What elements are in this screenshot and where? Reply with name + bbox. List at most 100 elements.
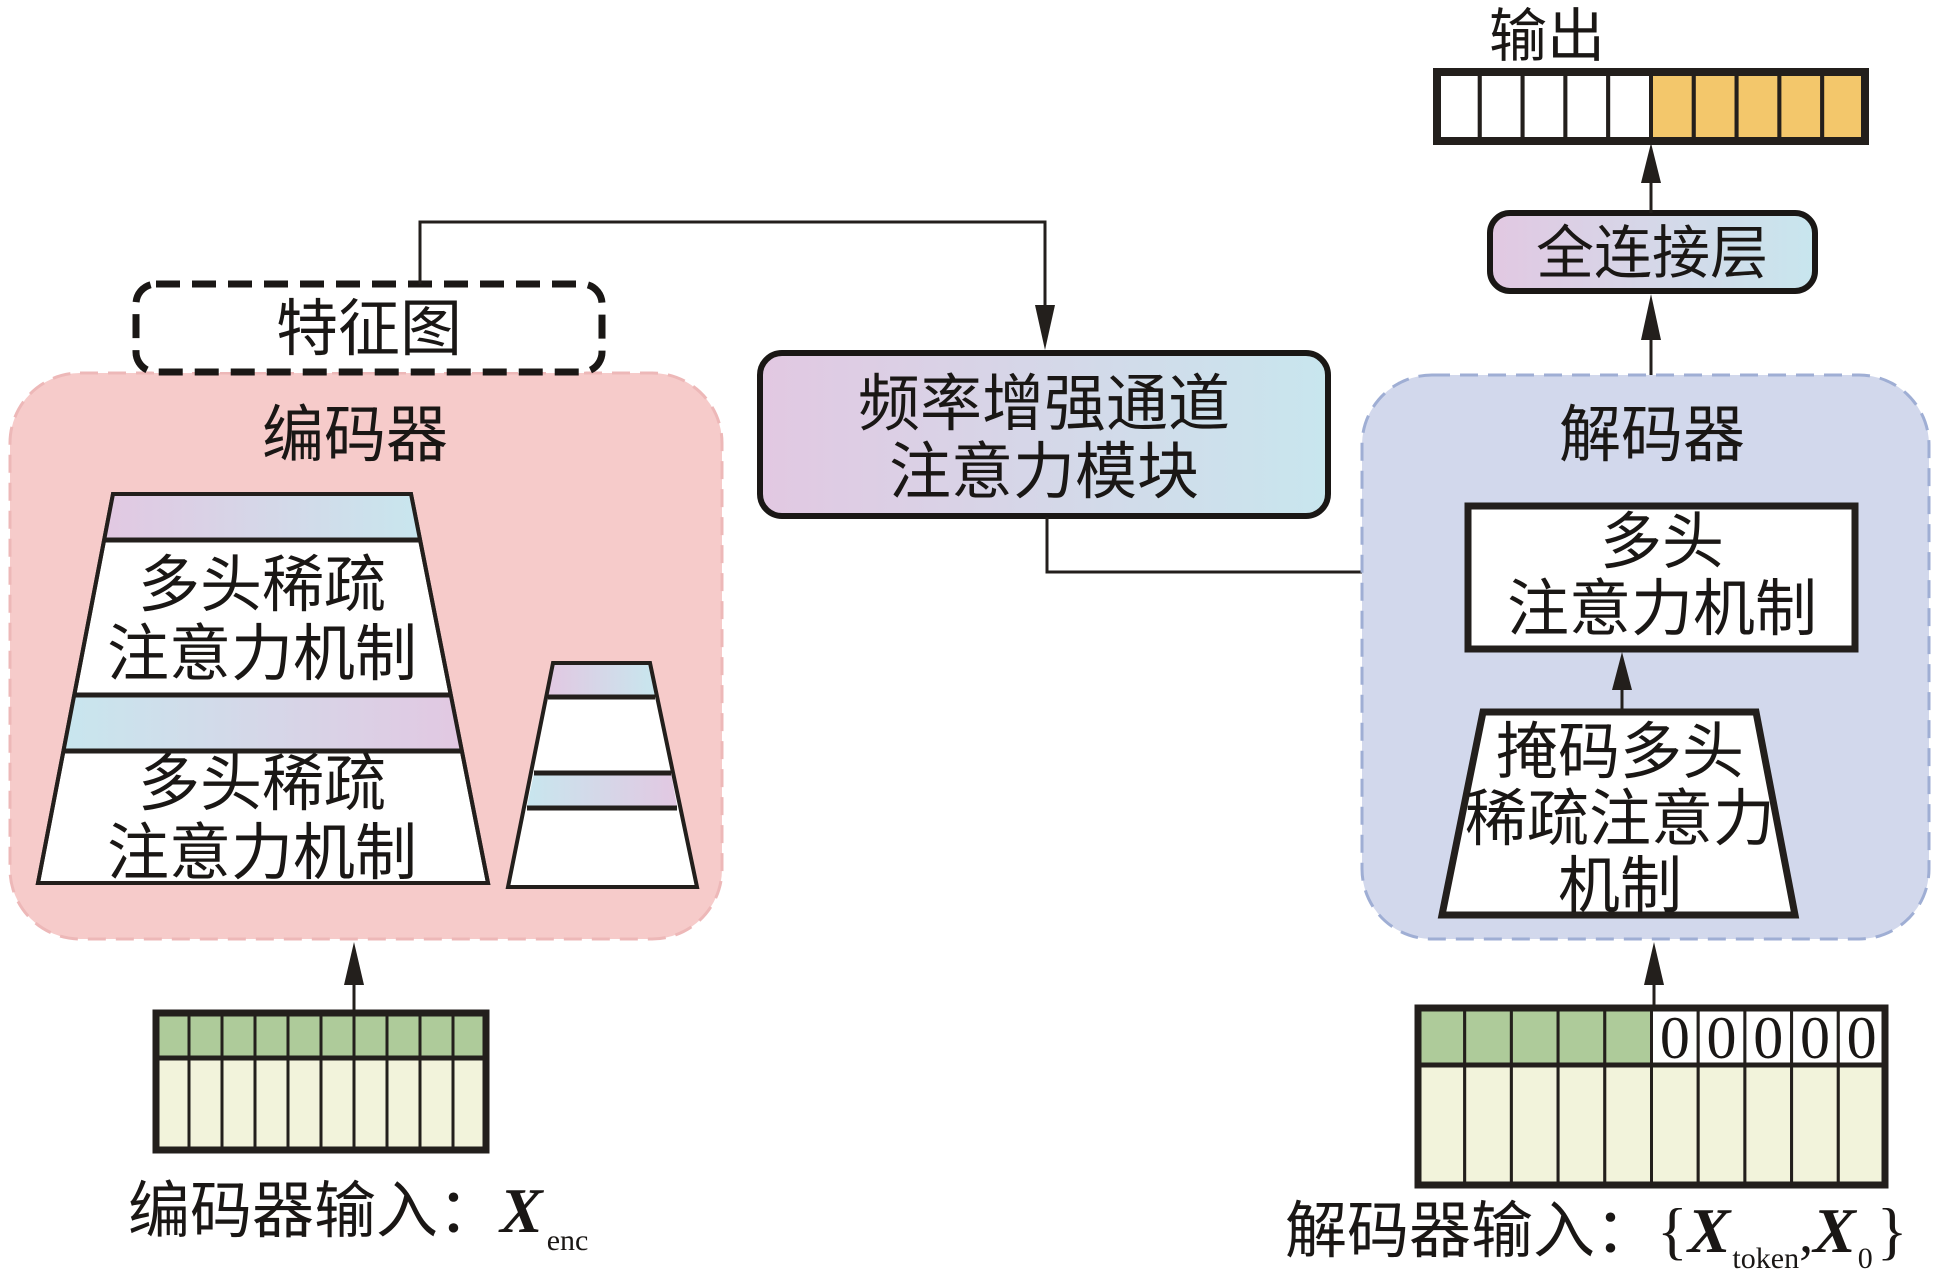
connector-feature-to-fecam (418, 220, 1055, 350)
fecam-label-line2: 注意力模块 (889, 435, 1199, 508)
fecam-box (757, 350, 1331, 519)
decoder-input-token-cell (1556, 1006, 1607, 1067)
output-cell-predicted (1820, 70, 1867, 143)
encoder-input-symbol: X (498, 1175, 544, 1246)
decoder-title: 解码器 (1559, 398, 1745, 471)
encoder-input-token-cell (286, 1011, 323, 1060)
fecam-label-line1: 频率增强通道 (858, 367, 1230, 440)
encoder-input-token-cell (220, 1011, 257, 1060)
feature-map-block: 特征图 (132, 280, 606, 376)
output-sequence-border (1433, 68, 1869, 145)
connector-line (1045, 517, 1430, 574)
encoder-input-border (152, 1009, 490, 1154)
decoder-masked-label-line3: 机制 (1558, 849, 1682, 922)
encoder-input-prefix: 编码器输入： (128, 1174, 500, 1247)
decoder-input-symbol-token: X (1686, 1195, 1732, 1266)
encoder-input-token-cell (451, 1011, 488, 1060)
output-label: 输出 (1489, 2, 1605, 70)
connector-decoder-to-fc (1641, 294, 1661, 375)
decoder-masked-label-line1: 掩码多头 (1496, 715, 1744, 788)
fecam-block: 频率增强通道 注意力模块 (757, 350, 1331, 519)
encoder-input-token-cell (154, 1011, 191, 1060)
encoder-input-value-cell (220, 1056, 257, 1152)
decoder-masked-attention-trapezoid (1437, 708, 1800, 919)
decoder-input-value-cell (1416, 1063, 1467, 1187)
encoder-input-token-cell (352, 1011, 389, 1060)
distill-band-1 (548, 665, 655, 696)
encoder-input-subscript: enc (547, 1224, 589, 1257)
encoder-input-value-cell (187, 1056, 224, 1152)
encoder-input-value-cell (319, 1056, 356, 1152)
feature-map-label: 特征图 (276, 292, 462, 365)
feature-map-box (132, 280, 606, 376)
decoder-input-value-cell (1556, 1063, 1607, 1187)
encoder-distilling-stack (505, 661, 700, 889)
decoder-input-prefix: 解码器输入： (1285, 1194, 1657, 1267)
connector-fc-to-output (1641, 143, 1661, 213)
output-cell-known (1520, 70, 1568, 143)
arrowhead-up-icon (1641, 143, 1661, 183)
decoder-input-zero-value: 0 (1800, 1005, 1830, 1071)
output-sequence (1433, 68, 1869, 145)
output-cell-known (1606, 70, 1653, 143)
decoder-block: 解码器 多头 注意力机制 掩码多头 稀疏注意力 机制 (1360, 373, 1931, 941)
decoder-input-value-cell (1603, 1063, 1654, 1187)
decoder-input-value-cell (1509, 1063, 1560, 1187)
encoder-input-token-cell (253, 1011, 290, 1060)
decoder-input-value-cell (1650, 1063, 1700, 1187)
arrowhead-up-icon (1644, 942, 1664, 985)
output-cell-predicted (1649, 70, 1696, 143)
decoder-input-value-cell (1790, 1063, 1840, 1187)
encoder-input-token-cell (319, 1011, 356, 1060)
distill-trapezoid-border (505, 661, 700, 889)
encoder-input-sequence (152, 1009, 490, 1154)
decoder-input-token-cell (1416, 1006, 1467, 1067)
decoder-input-token-cell (1463, 1006, 1513, 1067)
decoder-input-zero-value: 0 (1660, 1005, 1690, 1071)
decoder-input-border (1414, 1004, 1889, 1189)
arrowhead-up-icon (344, 942, 364, 985)
decoder-input-value-cell (1696, 1063, 1747, 1187)
decoder-attention-label-line1: 多头 (1600, 505, 1724, 578)
decoder-input-subscript-zero: 0 (1858, 1242, 1873, 1275)
encoder-trapezoid-border (35, 492, 491, 885)
encoder-block: 编码器 多头稀疏 注意力机制 多头稀疏 注意力机制 (8, 371, 724, 941)
decoder-input-open-brace: { (1657, 1195, 1688, 1266)
arrowhead-up-icon (1641, 294, 1661, 340)
distill-band-2 (527, 773, 677, 806)
fc-layer-block: 全连接层 (1487, 210, 1818, 294)
decoder-input-symbol-zero: X (1811, 1195, 1857, 1266)
encoder-input-token-cell (418, 1011, 455, 1060)
encoder-input-value-cell (253, 1056, 290, 1152)
encoder-input-value-cell (154, 1056, 191, 1152)
decoder-input-zero-value: 0 (1847, 1005, 1877, 1071)
encoder-norm-band-1 (104, 496, 420, 540)
decoder-input-value-cell (1743, 1063, 1794, 1187)
encoder-input-value-cell (385, 1056, 422, 1152)
fc-layer-label: 全连接层 (1536, 219, 1768, 287)
decoder-attention-label-line2: 注意力机制 (1507, 572, 1817, 645)
decoder-attention-box (1464, 502, 1859, 653)
encoder-layer1-label-line1: 多头稀疏 (138, 548, 386, 621)
output-cell-known (1477, 70, 1525, 143)
encoder-title: 编码器 (262, 398, 448, 471)
decoder-input-value-cell (1836, 1063, 1887, 1187)
encoder-input-value-cell (451, 1056, 488, 1152)
decoder-masked-label-line2: 稀疏注意力 (1465, 782, 1775, 855)
encoder-input-token-cell (385, 1011, 422, 1060)
arrowhead-up-icon (1612, 652, 1632, 690)
connector-line (418, 220, 1047, 318)
output-cell-predicted (1691, 70, 1739, 143)
encoder-layer2-label-line2: 注意力机制 (107, 816, 417, 889)
decoder-input-subscript-token: token (1732, 1242, 1799, 1275)
decoder-input-value-cell (1463, 1063, 1513, 1187)
decoder-input-token-cell (1603, 1006, 1654, 1067)
decoder-input-zero-value: 0 (1753, 1005, 1783, 1071)
decoder-input-label: 解码器输入：{Xtoken,X0} (1285, 1194, 1907, 1275)
decoder-input-zero-value: 0 (1707, 1005, 1737, 1071)
